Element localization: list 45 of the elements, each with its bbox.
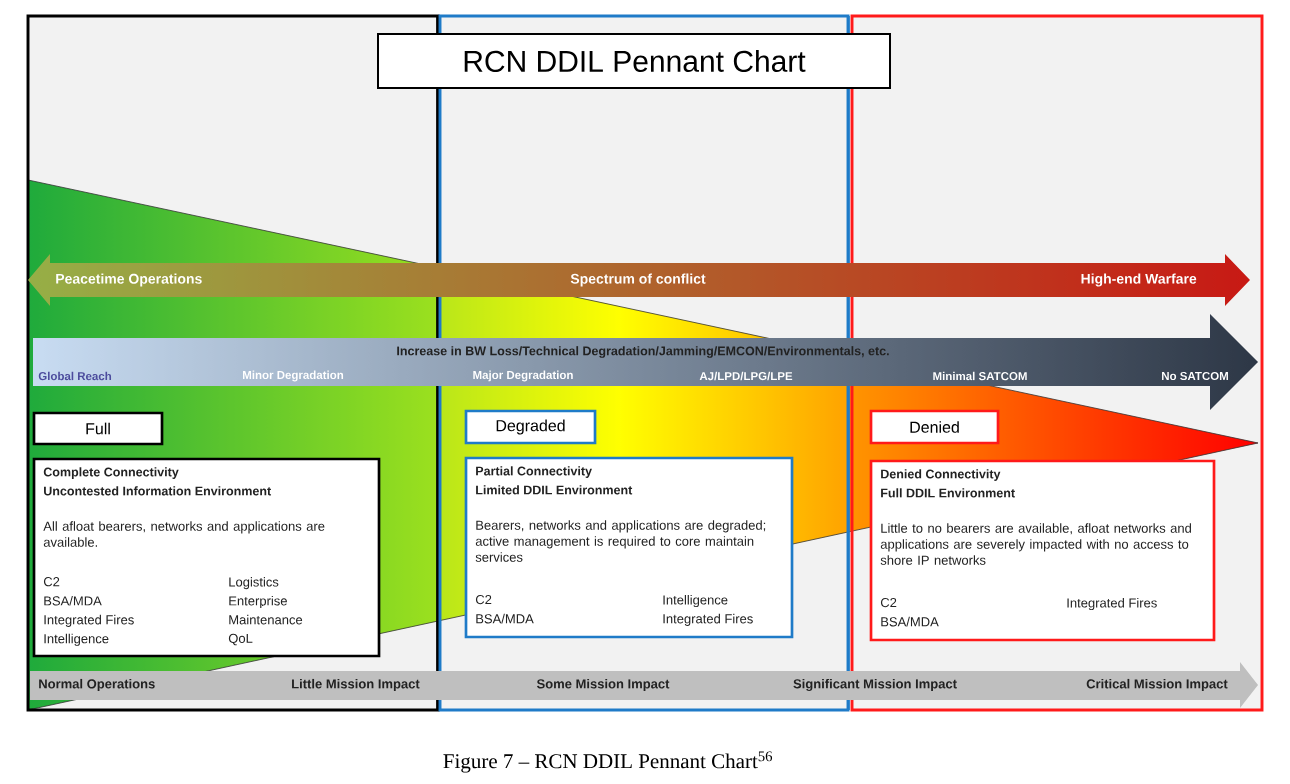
- list-item: Intelligence: [44, 633, 109, 646]
- heading-text: Limited DDIL Environment: [476, 485, 633, 495]
- heading-text: Denied Connectivity: [881, 469, 1001, 481]
- arrow-label: Peacetime Operations: [56, 273, 202, 287]
- arrow-label: High-end Warfare: [1081, 273, 1197, 287]
- list-item: Integrated Fires: [44, 614, 134, 627]
- arrow-label: Global Reach: [38, 371, 111, 381]
- heading-text: Partial Connectivity: [476, 466, 592, 478]
- list-item: Intelligence: [663, 594, 728, 608]
- level-box: Degraded: [464, 409, 597, 445]
- title-box: [377, 33, 891, 89]
- list-item: Integrated Fires: [663, 613, 753, 626]
- arrow-label: Significant Mission Impact: [793, 678, 957, 692]
- arrow-label: No SATCOM: [1162, 371, 1228, 381]
- description-text: All afloat bearers, networks and applications are available.: [43, 521, 325, 547]
- caption: Figure 7 – RCN DDIL Pennant Chart$^{56}$: [443, 751, 773, 773]
- level-box: Full: [32, 411, 164, 446]
- list-item: C2: [475, 594, 492, 605]
- arrow-label: Spectrum of conflict: [570, 273, 706, 287]
- arrow-label: Normal Operations: [39, 678, 155, 692]
- heading-text: Full DDIL Environment: [881, 488, 1015, 498]
- list-item: QoL: [228, 633, 253, 646]
- arrow-label: AJ/LPD/LPG/LPE: [699, 371, 793, 381]
- title-text: RCN DDIL Pennant Chart: [464, 49, 806, 72]
- description-text: Little to no bearers are available, afloat networks and applications are severely impacted with no access to shore IP networks: [880, 523, 1191, 565]
- arrow-label: Some Mission Impact: [536, 678, 670, 692]
- list-item: BSA/MDA: [881, 616, 939, 627]
- list-item: C2: [43, 577, 60, 587]
- arrow-label: Minimal SATCOM: [933, 371, 1027, 381]
- list-item: Enterprise: [229, 595, 287, 609]
- list-item: BSA/MDA: [44, 595, 102, 606]
- list-item: Logistics: [229, 577, 279, 590]
- level-box: Denied: [869, 409, 1000, 445]
- arrow-label: Little Mission Impact: [292, 678, 420, 692]
- arrow-label: Minor Degradation: [243, 370, 344, 382]
- list-item: Maintenance: [229, 614, 303, 625]
- heading-text: Uncontested Information Environment: [44, 486, 272, 496]
- arrow-label: Major Degradation: [473, 370, 573, 382]
- arrow-label: Increase in BW Loss/Technical Degradation/Jamming/EMCON/Environmentals, etc.: [397, 346, 889, 358]
- arrow-label: Critical Mission Impact: [1086, 678, 1228, 692]
- list-item: BSA/MDA: [476, 613, 534, 624]
- list-item: Integrated Fires: [1067, 597, 1157, 611]
- list-item: C2: [880, 597, 897, 608]
- heading-text: Complete Connectivity: [43, 467, 179, 479]
- description-text: Bearers, networks and applications are degraded; active management is required to core maintain services: [475, 520, 766, 562]
